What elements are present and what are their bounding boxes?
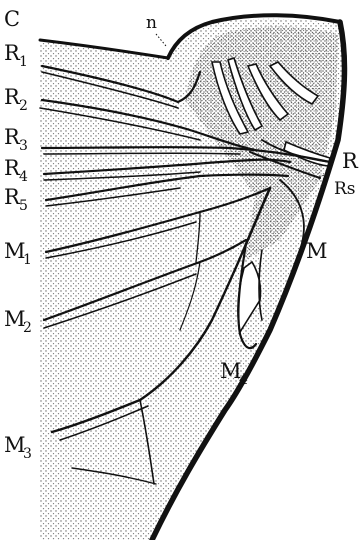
label-M1-sub: 1 bbox=[23, 252, 32, 268]
label-R3-sub: 3 bbox=[19, 138, 28, 154]
label-R4-sub: 4 bbox=[19, 169, 28, 185]
label-Rs: Rs bbox=[334, 179, 356, 199]
label-M3-sub: 3 bbox=[23, 446, 32, 462]
label-M4-sub: 4 bbox=[239, 372, 248, 388]
label-R5-sub: 5 bbox=[19, 198, 28, 214]
label-R: R bbox=[342, 149, 359, 173]
label-R1-sub: 1 bbox=[19, 54, 28, 70]
label-n: n bbox=[146, 13, 157, 33]
label-M2-sub: 2 bbox=[23, 320, 32, 336]
label-R2-sub: 2 bbox=[19, 98, 28, 114]
label-M: M bbox=[306, 239, 328, 263]
label-C: C bbox=[4, 7, 20, 31]
